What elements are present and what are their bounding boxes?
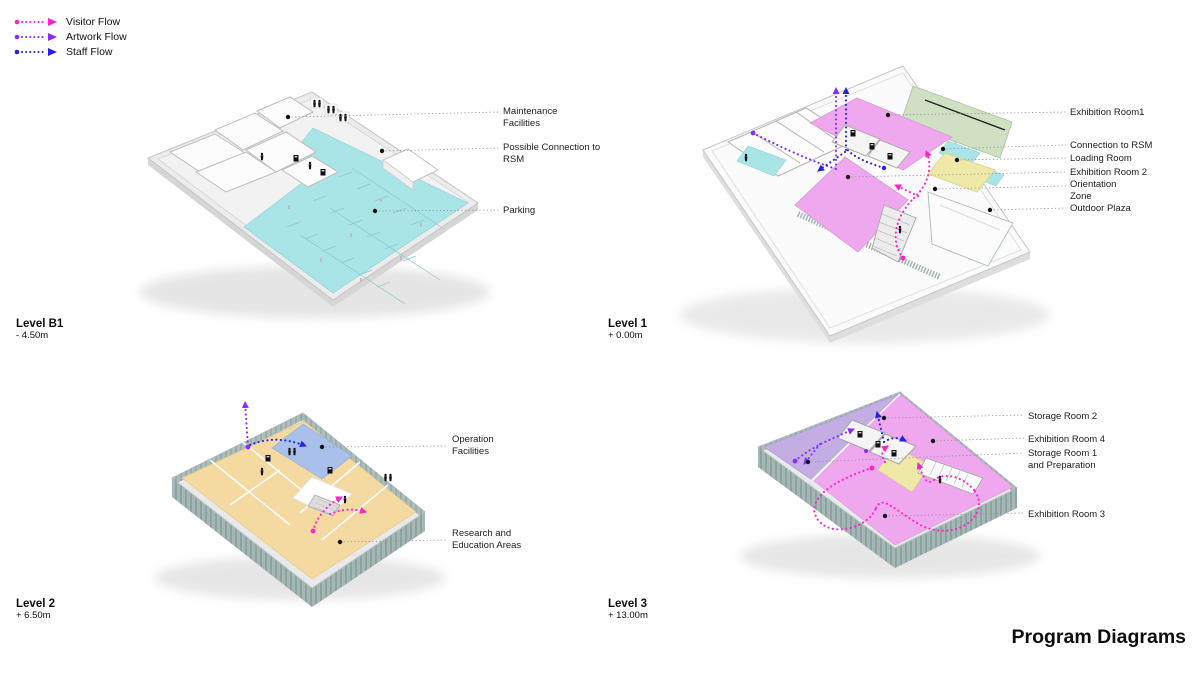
b1-people bbox=[260, 97, 350, 176]
level-1-elevation: + 0.00m bbox=[608, 330, 643, 341]
page-title: Program Diagrams bbox=[1011, 626, 1186, 648]
legend-label-artwork: Artwork Flow bbox=[66, 30, 127, 43]
l1-artwork-start-dot bbox=[750, 130, 756, 136]
label-exhibition-room2: Exhibition Room 2 bbox=[1070, 167, 1148, 178]
l3-flows bbox=[793, 410, 981, 532]
level-b1-name: Level B1 bbox=[16, 318, 64, 330]
l2-partitions bbox=[209, 439, 389, 541]
level-3-title-block: Level 3 + 13.00m bbox=[608, 598, 648, 621]
level-2-diagram bbox=[155, 400, 445, 607]
l1-exhibition-room1 bbox=[809, 97, 953, 171]
l2-parapet-northwest bbox=[172, 413, 307, 483]
level-2-title-block: Level 2 + 6.50m bbox=[16, 598, 55, 621]
label-orientation-zone: Orientation Zone bbox=[1070, 179, 1117, 202]
l2-staff-flow bbox=[248, 438, 308, 448]
level-b1-elevation: - 4.50m bbox=[16, 330, 49, 341]
visitor-flow-swatch-icon bbox=[14, 17, 57, 26]
l1-outdoor-plaza bbox=[927, 191, 1014, 267]
l2-wall-southwest bbox=[172, 478, 312, 607]
l2-wall-southeast bbox=[312, 512, 425, 607]
level-2-name: Level 2 bbox=[16, 598, 55, 610]
level-3-elevation: + 13.00m bbox=[608, 610, 648, 621]
label-storage-room1-preparation: Storage Room 1 and Preparation bbox=[1028, 448, 1098, 471]
label-exhibition-room4: Exhibition Room 4 bbox=[1028, 434, 1106, 445]
l3-visitor-start-dot bbox=[869, 465, 875, 471]
artwork-flow-swatch-icon bbox=[14, 32, 57, 41]
l2-stairs bbox=[307, 494, 341, 517]
label-exhibition-room1: Exhibition Room1 bbox=[1070, 107, 1145, 118]
level-b1-title-block: Level B1 - 4.50m bbox=[16, 318, 63, 341]
l3-staff-branch bbox=[882, 435, 908, 444]
level-1-title-block: Level 1 + 0.00m bbox=[608, 318, 647, 341]
staff-flow-swatch-icon bbox=[14, 47, 57, 56]
b1-maintenance-rooms bbox=[168, 96, 340, 193]
l3-visitor-loop-a bbox=[813, 466, 878, 531]
l1-connection-rsm-west bbox=[736, 145, 787, 177]
leader-lines bbox=[287, 111, 1067, 543]
level-1-name: Level 1 bbox=[608, 318, 647, 330]
l3-artwork-dot-2 bbox=[864, 449, 868, 453]
b1-parking-stalls bbox=[286, 167, 445, 305]
label-maintenance-facilities: Maintenance Facilities bbox=[503, 106, 558, 129]
l1-landscape-wall bbox=[924, 99, 1006, 131]
l3-artwork-flow bbox=[793, 427, 856, 463]
l1-deck-inner-line bbox=[711, 72, 1022, 329]
l2-artwork-flow-up bbox=[241, 400, 250, 448]
l3-artwork-start-dot bbox=[792, 458, 798, 464]
b1-connection-ramp bbox=[382, 148, 439, 191]
legend-label-staff: Staff Flow bbox=[66, 45, 113, 58]
l3-staff-flow-up bbox=[874, 410, 886, 444]
l2-operation-zone bbox=[271, 423, 353, 480]
label-parking: Parking bbox=[503, 205, 536, 216]
l1-visitor-start-dot bbox=[900, 255, 906, 261]
legend-label-visitor: Visitor Flow bbox=[66, 15, 121, 28]
label-connection-to-rsm: Connection to RSM bbox=[1070, 140, 1153, 151]
level-3-name: Level 3 bbox=[608, 598, 647, 610]
level-1-diagram bbox=[680, 65, 1050, 343]
label-operation-facilities: Operation Facilities bbox=[452, 434, 494, 457]
l2-visitor-flow-b bbox=[328, 507, 368, 516]
label-loading-room: Loading Room bbox=[1070, 153, 1132, 164]
l2-parapet-northeast bbox=[299, 413, 425, 516]
l3-visitor-loop-c bbox=[916, 461, 976, 492]
legend-item-artwork: Artwork Flow bbox=[13, 29, 127, 44]
level-2-elevation: + 6.50m bbox=[16, 610, 51, 621]
l1-striped-wall bbox=[796, 211, 942, 280]
l2-flows bbox=[241, 400, 368, 533]
legend-item-visitor: Visitor Flow bbox=[13, 14, 127, 29]
l2-visitor-flow-a bbox=[311, 495, 344, 533]
legend-item-staff: Staff Flow bbox=[13, 44, 127, 59]
label-storage-room2: Storage Room 2 bbox=[1028, 411, 1098, 422]
l1-orientation-zone bbox=[927, 152, 996, 193]
l1-visitor-flow-branch bbox=[893, 183, 920, 198]
l3-visitor-branch bbox=[881, 444, 890, 464]
l2-visitor-start-dot bbox=[310, 528, 316, 534]
level-b1-diagram bbox=[140, 91, 490, 318]
l3-wall-southwest bbox=[758, 447, 895, 568]
leader-dots bbox=[285, 112, 993, 545]
label-outdoor-plaza: Outdoor Plaza bbox=[1070, 203, 1131, 214]
level-3-diagram bbox=[740, 391, 1040, 578]
label-research-education-areas: Research and Education Areas bbox=[452, 528, 522, 551]
flow-legend: Visitor Flow Artwork Flow Staff Flow bbox=[13, 14, 127, 59]
l1-landscape bbox=[900, 85, 1013, 159]
b1-columns bbox=[288, 198, 422, 282]
l2-artwork-start-dot bbox=[245, 444, 251, 450]
label-exhibition-room3: Exhibition Room 3 bbox=[1028, 509, 1106, 520]
l3-artwork-branch bbox=[802, 442, 822, 466]
l1-stairs bbox=[871, 204, 917, 263]
l1-staff-flow bbox=[844, 146, 886, 170]
label-possible-connection-rsm: Possible Connection to RSM bbox=[503, 142, 601, 165]
l1-staff-flow-branch bbox=[816, 150, 847, 173]
l1-staff-start-dot bbox=[881, 165, 887, 171]
